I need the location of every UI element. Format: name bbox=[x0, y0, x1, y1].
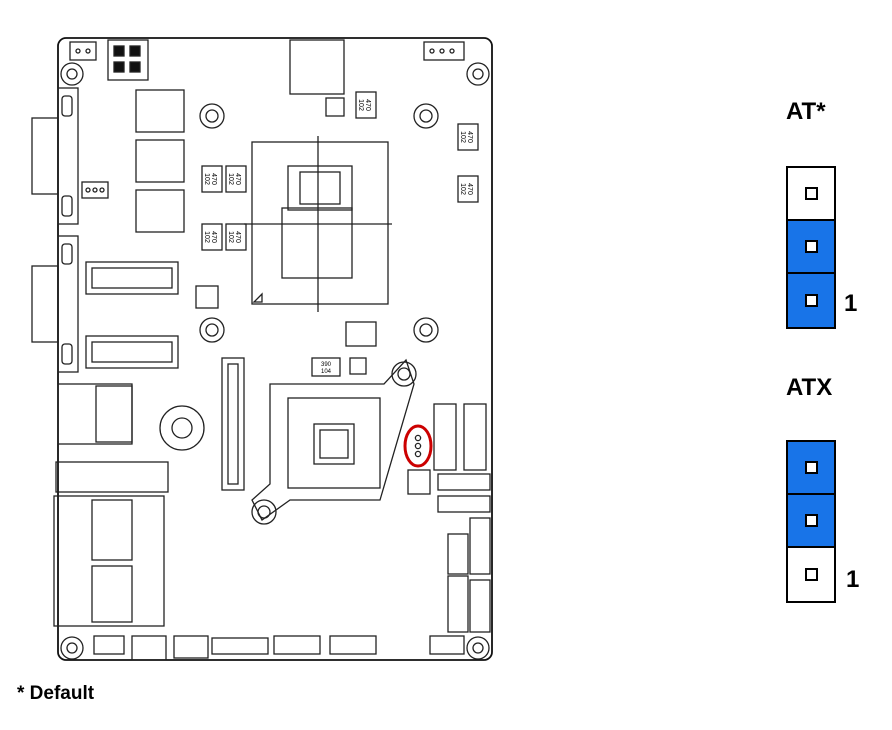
chip-470-102-c: 470102 bbox=[457, 175, 479, 203]
jumper-pin bbox=[788, 442, 834, 495]
screw-hole-2 bbox=[413, 103, 439, 129]
chipset-heatsink bbox=[251, 358, 417, 525]
mosfet-top bbox=[325, 97, 345, 117]
chip-470-102-a: 470102 bbox=[355, 91, 377, 119]
pin-square-icon bbox=[804, 294, 818, 307]
svg-text:470102: 470102 bbox=[227, 231, 241, 243]
jumper-pin bbox=[788, 168, 834, 221]
battery bbox=[159, 405, 205, 451]
box-header-1 bbox=[85, 261, 179, 295]
inductor-top bbox=[289, 39, 345, 95]
jumper-pin bbox=[788, 274, 834, 327]
bottom-header-1 bbox=[93, 635, 125, 655]
pin-square-icon bbox=[804, 514, 818, 527]
svg-text:470102: 470102 bbox=[227, 173, 241, 185]
pin-square-icon bbox=[804, 187, 818, 200]
chip-text: 470102 bbox=[357, 99, 371, 111]
screw-hole-3 bbox=[199, 317, 225, 343]
bottom-header-6 bbox=[329, 635, 377, 655]
mounting-hole-top-right bbox=[466, 62, 490, 86]
mounting-hole-top-left bbox=[60, 62, 84, 86]
jumper-pin bbox=[788, 495, 834, 548]
svg-text:470102: 470102 bbox=[459, 131, 473, 143]
pin-header-right-4 bbox=[469, 579, 491, 633]
small-header-center bbox=[407, 469, 431, 495]
cpu-heatsink-area bbox=[244, 136, 392, 312]
vga-port bbox=[31, 87, 79, 225]
fan-header-top bbox=[423, 41, 465, 61]
inductor-2 bbox=[135, 139, 185, 183]
chip-470-102-d: 470102 bbox=[201, 165, 223, 193]
bios-chip bbox=[345, 321, 377, 347]
lan-port-stack bbox=[53, 495, 165, 627]
jumper-atx bbox=[786, 440, 836, 603]
pin-header-right-1 bbox=[469, 517, 491, 575]
svg-text:470102: 470102 bbox=[203, 231, 217, 243]
jumper-pin bbox=[788, 221, 834, 274]
pin-square-icon bbox=[804, 240, 818, 253]
screw-hole-1 bbox=[199, 103, 225, 129]
jumper-pin bbox=[788, 548, 834, 601]
pin-header-right-2 bbox=[447, 533, 469, 575]
jumper-location bbox=[403, 424, 433, 468]
sata-connector-2 bbox=[463, 403, 487, 471]
jumper-atx-label: ATX bbox=[786, 374, 833, 401]
inductor-1 bbox=[135, 89, 185, 133]
usb-header bbox=[55, 461, 169, 493]
inductor-3 bbox=[135, 189, 185, 233]
power-connector bbox=[107, 39, 149, 81]
box-header-2 bbox=[85, 335, 179, 369]
memory-slot bbox=[221, 357, 245, 491]
small-header-left bbox=[81, 181, 109, 199]
bottom-header-4 bbox=[211, 637, 269, 655]
pin-square-icon bbox=[804, 461, 818, 474]
jumper-at bbox=[786, 166, 836, 329]
board-outline bbox=[57, 37, 493, 661]
jumper-at-label: AT* bbox=[786, 98, 826, 125]
usb-port-stack bbox=[57, 383, 133, 445]
chip-470-102-e: 470102 bbox=[225, 165, 247, 193]
chip-470-102-f: 470102 bbox=[201, 223, 223, 251]
chip-470-102-g: 470102 bbox=[225, 223, 247, 251]
pin-square-icon bbox=[804, 568, 818, 581]
bottom-header-2 bbox=[131, 635, 167, 661]
bottom-header-7 bbox=[429, 635, 465, 655]
chip-470-102-b: 470102 bbox=[457, 123, 479, 151]
bottom-header-3 bbox=[173, 635, 209, 659]
pin-header-right-3 bbox=[447, 575, 469, 633]
svg-text:470102: 470102 bbox=[203, 173, 217, 185]
header-right-2 bbox=[437, 495, 491, 513]
sata-connector-1 bbox=[433, 403, 457, 471]
mounting-hole-bottom-left bbox=[60, 636, 84, 660]
small-ic bbox=[195, 285, 219, 309]
screw-hole-4 bbox=[413, 317, 439, 343]
jumper-atx-pin1-label: 1 bbox=[846, 566, 860, 593]
svg-text:470102: 470102 bbox=[459, 183, 473, 195]
bottom-header-5 bbox=[273, 635, 321, 655]
default-footnote: * Default bbox=[17, 683, 95, 704]
header-right-1 bbox=[437, 473, 491, 491]
com-port bbox=[31, 235, 79, 373]
mounting-hole-bottom-right bbox=[466, 636, 490, 660]
jumper-at-pin1-label: 1 bbox=[844, 290, 858, 317]
top-left-header bbox=[69, 41, 97, 61]
mosfet-right bbox=[349, 357, 367, 375]
